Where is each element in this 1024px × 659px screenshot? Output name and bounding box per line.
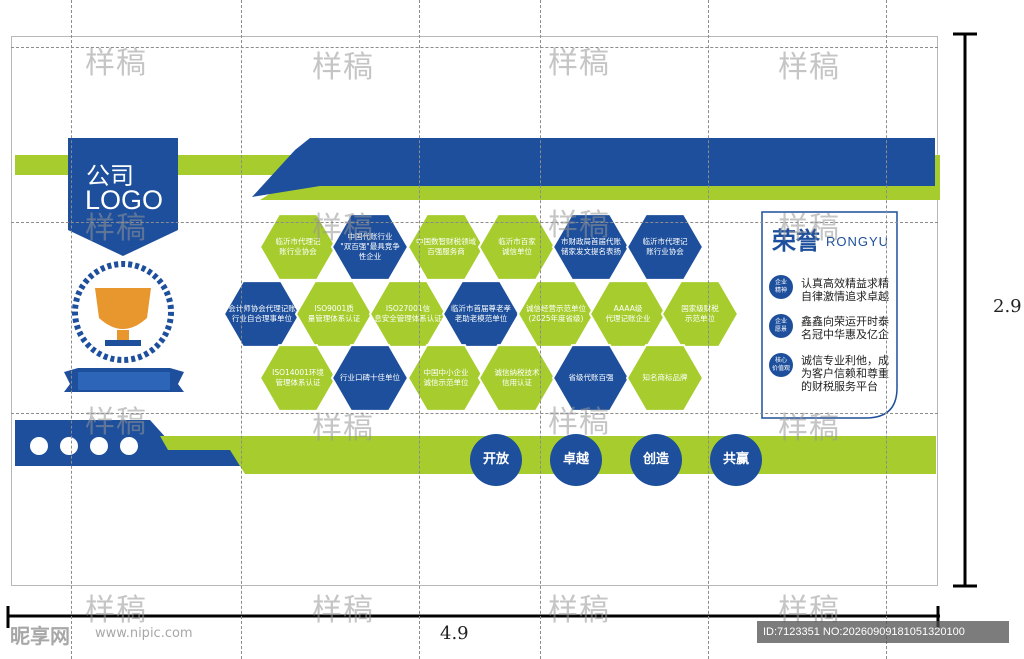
honor-hexagon	[551, 213, 631, 281]
indicator-dot	[60, 437, 78, 455]
honor-hexagon-label: 临沂市代理记 账行业协会	[642, 237, 688, 256]
honor-hexagon-label: ISO27001信 息安全管理体系认证	[374, 304, 442, 323]
watermark: 样稿	[778, 411, 840, 446]
guide-line	[886, 0, 887, 659]
honor-hexagon-label: 会计师协会代理记账 行业自合理事单位	[228, 304, 296, 323]
logo-line-2: LOGO	[85, 185, 164, 215]
footer-site-url: www.nipic.com	[95, 626, 193, 641]
value-circle-open: 开放	[470, 434, 522, 486]
logo-shield	[68, 138, 178, 256]
honor-hexagon	[660, 280, 740, 348]
guide-line	[11, 47, 938, 48]
watermark: 样稿	[548, 593, 610, 628]
indicator-dot	[120, 437, 138, 455]
honor-hexagon	[406, 344, 486, 412]
ribbon-center	[78, 372, 170, 390]
trophy-base	[105, 340, 141, 346]
honor-hexagon	[625, 213, 705, 281]
indicator-dot	[90, 437, 108, 455]
honor-subtitle: RONGYU	[826, 234, 890, 249]
hexagon-grid	[222, 213, 740, 412]
watermark: 样稿	[548, 46, 610, 81]
value-circle-create: 创造	[630, 434, 682, 486]
honor-hexagon	[258, 213, 338, 281]
honor-hexagon-label: 知名商标品牌	[642, 373, 688, 382]
trophy-stem	[117, 330, 129, 340]
guide-line	[11, 222, 938, 223]
footer-image-id: ID:7123351 NO:20260909181051320100	[757, 621, 1009, 643]
watermark: 样稿	[548, 405, 610, 440]
honor-hexagon	[477, 213, 557, 281]
honor-hexagon-label: 中国数智财税领域 百强服务商	[416, 237, 476, 256]
values-badge: 核心 价值观	[769, 353, 793, 377]
watermark: 样稿	[778, 211, 840, 246]
honor-hexagon	[330, 213, 410, 281]
honor-hexagon	[406, 213, 486, 281]
honor-hexagon	[258, 344, 338, 412]
trophy-cup	[95, 288, 151, 329]
honor-hexagon	[551, 344, 631, 412]
guide-line	[241, 0, 242, 659]
watermark: 样稿	[85, 46, 147, 81]
guide-line	[11, 413, 938, 414]
watermark: 样稿	[312, 211, 374, 246]
honor-hexagon-label: 中国代账行业 "双百强"最具竞争 性企业	[340, 232, 400, 261]
watermark: 样稿	[312, 411, 374, 446]
value-circle-winwin: 共赢	[710, 434, 762, 486]
honor-hexagon-label: AAAA级 代理记账企业	[605, 304, 651, 323]
honor-hexagon-label: 临沂市代理记 账行业协会	[275, 237, 321, 256]
watermark: 样稿	[778, 50, 840, 85]
guide-line	[419, 0, 420, 659]
honor-panel	[761, 211, 898, 419]
honor-hexagon	[625, 344, 705, 412]
watermark: 样稿	[312, 50, 374, 85]
honor-hexagon-label: 中国中小企业 诚信示范单位	[423, 368, 469, 387]
watermark: 样稿	[85, 211, 147, 246]
guide-line	[708, 0, 709, 659]
watermark: 样稿	[548, 208, 610, 243]
honor-hexagon-label: 临沂市首届尊老孝 老助老模范单位	[451, 304, 511, 323]
watermark: 样稿	[312, 593, 374, 628]
honor-hexagon-label: 省级代账百强	[568, 373, 614, 382]
footer-site-logo: 昵享网	[10, 624, 70, 648]
honor-hexagon-label: 国家级财税 示范单位	[681, 304, 719, 323]
watermark: 样稿	[85, 593, 147, 628]
top-blue-band	[252, 138, 935, 197]
spirit-badge: 企业 精神	[769, 275, 793, 299]
guide-line	[540, 0, 541, 659]
guide-line	[71, 0, 72, 659]
vision-badge: 企业 愿景	[769, 314, 793, 338]
watermark: 样稿	[85, 405, 147, 440]
honor-title: 荣誉	[772, 227, 820, 255]
height-dimension: 2.9	[993, 296, 1022, 317]
vision-text: 鑫鑫向荣运开时泰 名冠中华惠及亿企	[801, 315, 889, 341]
spirit-text: 认真高效精益求精 自律激情追求卓越	[801, 277, 889, 303]
value-circle-excellence: 卓越	[550, 434, 602, 486]
indicator-dot	[30, 437, 48, 455]
honor-hexagon-label: ISO9001质 量管理体系认证	[307, 304, 361, 323]
honor-hexagon	[477, 344, 557, 412]
width-dimension: 4.9	[440, 623, 469, 644]
honor-hexagon-label: 诚信纳税技术 信用认证	[494, 368, 540, 387]
honor-hexagon-label: 行业口碑十佳单位	[340, 373, 400, 382]
honor-hexagon	[330, 344, 410, 412]
honor-hexagon-label: ISO14001环境 管理体系认证	[272, 368, 324, 387]
laurel-wreath	[72, 261, 174, 363]
honor-hexagon-label: 诚信经营示范单位 (2025年度省级)	[526, 304, 586, 323]
honor-hexagon-label: 临沂市百家 诚信单位	[498, 237, 536, 256]
values-text: 诚信专业利他，成 为客户信赖和尊重 的财税服务平台	[801, 354, 889, 393]
honor-hexagon-label: 市财政局首届代账 储家发文提名表扬	[561, 237, 621, 256]
logo-line-1: 公司	[86, 163, 134, 190]
